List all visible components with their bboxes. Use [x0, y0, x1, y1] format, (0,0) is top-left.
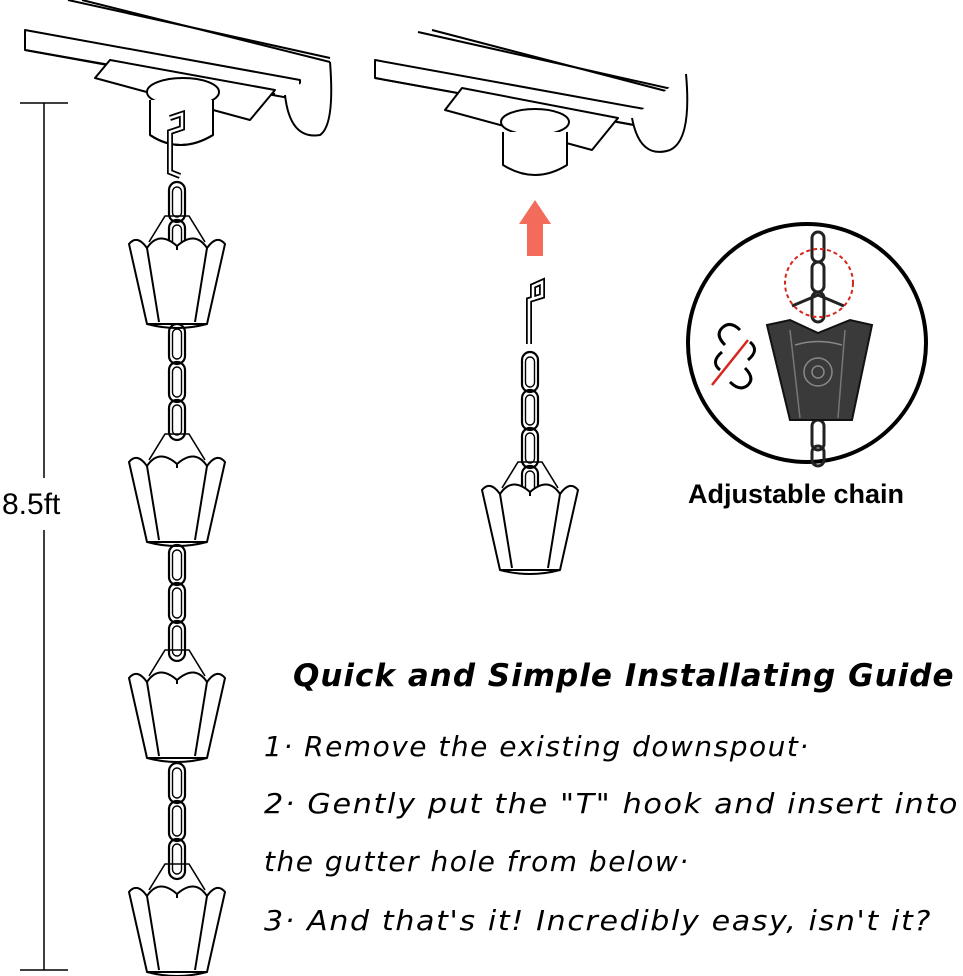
rain-cup	[128, 433, 226, 547]
gutter-left	[24, 0, 333, 146]
rain-cup	[481, 461, 579, 575]
length-label: 8.5ft	[2, 488, 61, 521]
guide-step-3: 3· And that's it! Incredibly easy, isn't…	[264, 904, 932, 937]
chain-middle	[520, 350, 540, 508]
rain-cup	[128, 215, 226, 329]
adjustable-chain-callout	[686, 222, 928, 468]
guide-step-2-cont: the gutter hole from below·	[264, 845, 690, 878]
adjustable-chain-label: Adjustable chain	[688, 479, 904, 509]
rain-cup	[128, 649, 226, 763]
highlight-dashed-circle	[784, 248, 854, 318]
broken-link-icon	[714, 323, 756, 390]
gutter-middle	[374, 29, 689, 176]
guide-step-2: 2· Gently put the "T" hook and insert in…	[264, 787, 959, 820]
dimension-line	[20, 102, 68, 971]
s-hook-middle	[526, 277, 545, 344]
guide-title: Quick and Simple Installating Guide	[293, 658, 955, 694]
up-arrow-icon	[519, 200, 551, 256]
guide-step-1: 1· Remove the existing downspout·	[264, 730, 810, 763]
rain-cup	[128, 863, 226, 976]
